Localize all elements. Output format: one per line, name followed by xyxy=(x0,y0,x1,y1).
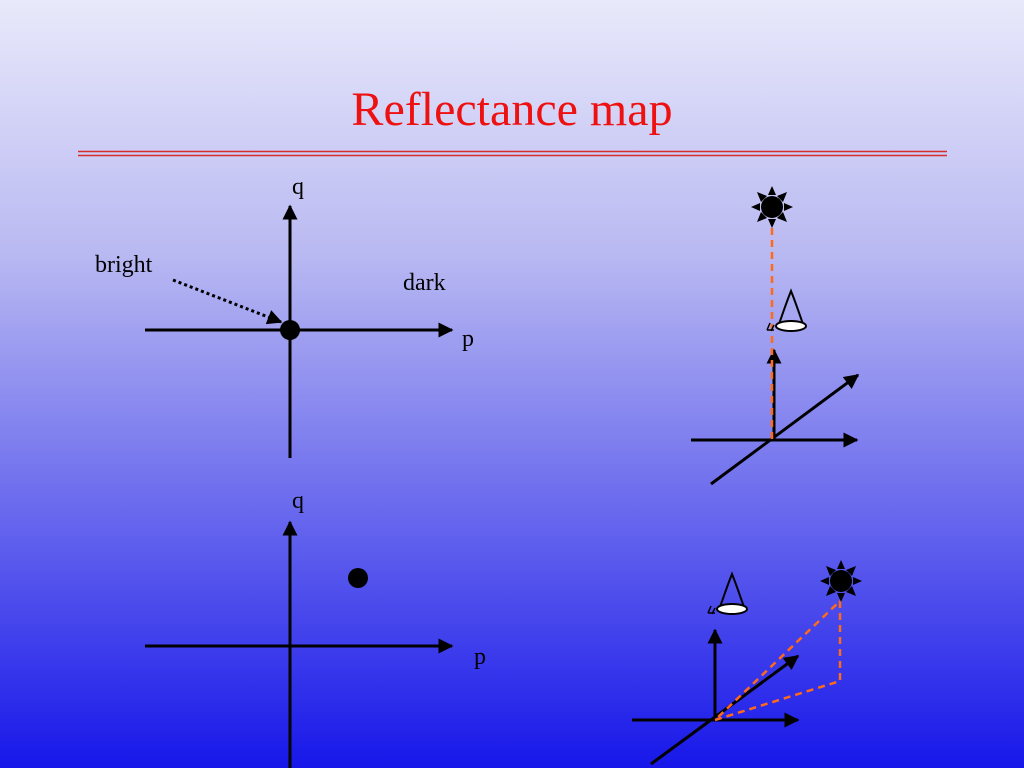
dark-label: dark xyxy=(403,270,446,296)
bottom-pq-plot: q p xyxy=(145,488,486,768)
bottom-point-dot xyxy=(348,568,368,588)
top-3d-scene xyxy=(691,186,860,486)
bottom-q-label: q xyxy=(292,488,304,514)
title-rule xyxy=(78,150,947,157)
bottom-light-path xyxy=(714,598,842,722)
eye-icon xyxy=(707,573,748,615)
bottom-3d-scene xyxy=(632,560,862,766)
top-origin-dot xyxy=(280,320,300,340)
sun-icon xyxy=(820,560,862,602)
sun-icon xyxy=(751,186,793,228)
bright-pointer xyxy=(172,278,283,325)
top-3d-y-axis xyxy=(710,373,860,486)
top-p-label: p xyxy=(462,326,474,352)
bottom-p-label: p xyxy=(474,644,486,670)
bright-label: bright xyxy=(95,252,153,278)
top-pq-plot: q p bright dark xyxy=(95,174,474,458)
bottom-3d-y-axis xyxy=(650,654,800,766)
slide-title: Reflectance map xyxy=(351,83,673,136)
top-q-label: q xyxy=(292,174,304,200)
